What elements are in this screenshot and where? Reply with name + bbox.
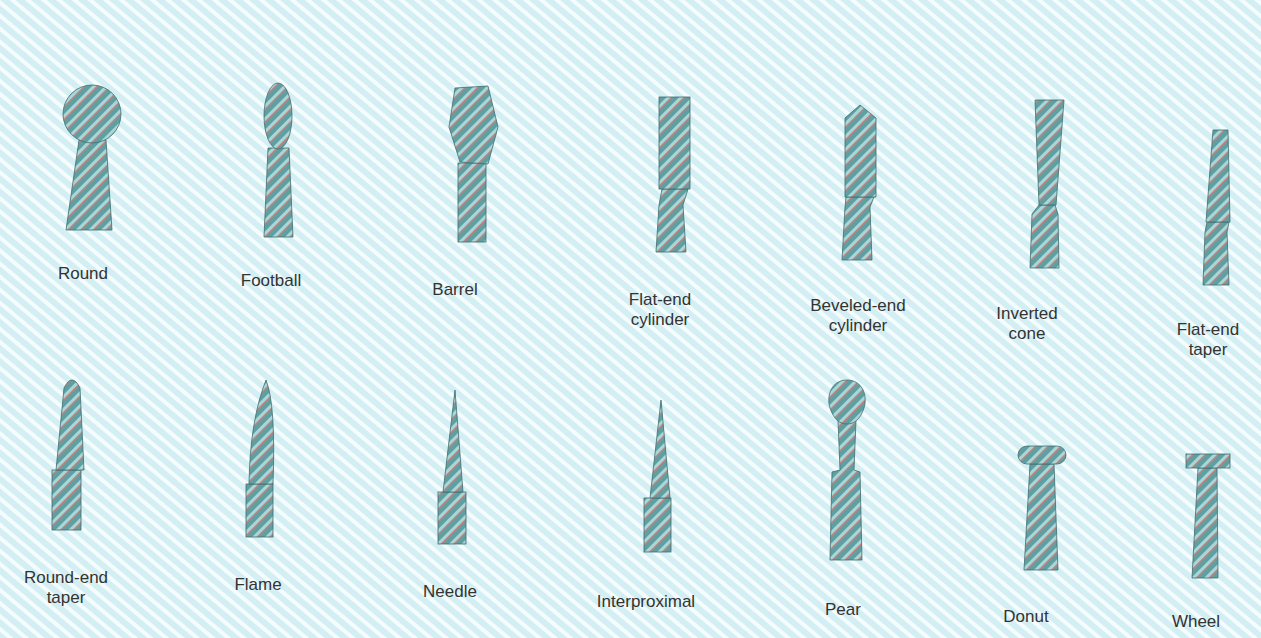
pear-bur (829, 380, 865, 560)
flat-end-taper-bur (1203, 130, 1230, 285)
bur-label: Wheel (1151, 612, 1241, 632)
wheel-bur (1186, 454, 1230, 578)
round-end-taper-bur (52, 380, 84, 530)
beveled-end-cylinder-bur (842, 105, 876, 260)
barrel-bur (449, 86, 498, 242)
bur-label: Pear (793, 600, 893, 620)
bur-label: Round-end taper (6, 568, 126, 608)
flat-end-cylinder-bur (656, 97, 690, 252)
interproximal-bur (644, 400, 671, 552)
needle-bur (438, 390, 466, 544)
donut-bur (1018, 446, 1066, 570)
bur-label: Needle (395, 582, 505, 602)
football-bur (264, 83, 293, 237)
bur-label: Inverted cone (977, 304, 1077, 344)
bur-label: Beveled-end cylinder (793, 296, 923, 336)
inverted-cone-bur (1030, 100, 1064, 268)
bur-label: Barrel (395, 280, 515, 300)
bur-label: Interproximal (576, 592, 716, 612)
bur-label: Donut (976, 607, 1076, 627)
bur-label: Flat-end taper (1168, 320, 1248, 360)
bur-label: Flame (203, 575, 313, 595)
round-bur (63, 85, 121, 230)
bur-label: Flat-end cylinder (605, 290, 715, 330)
flame-bur (246, 380, 274, 537)
bur-label: Round (23, 264, 143, 284)
bur-label: Football (211, 271, 331, 291)
